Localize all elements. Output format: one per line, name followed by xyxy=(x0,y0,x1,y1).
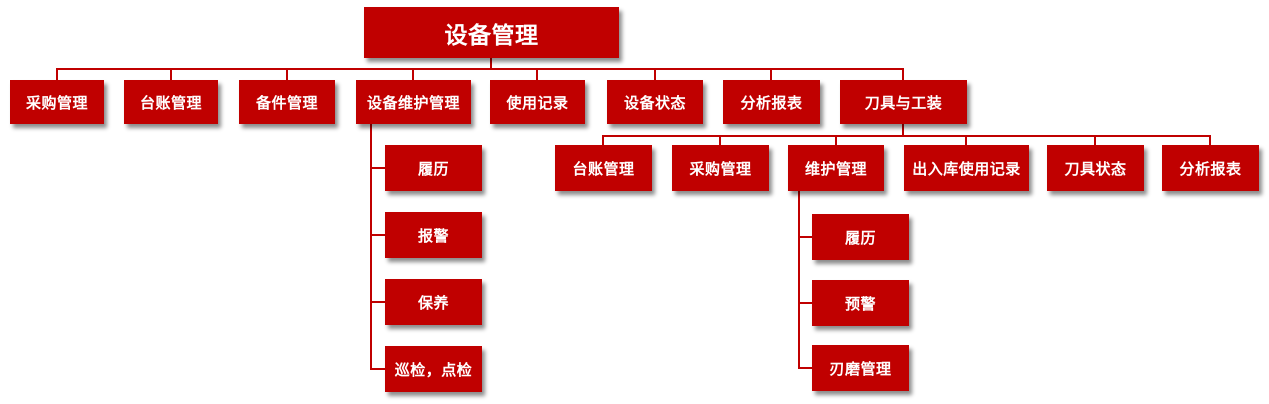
node-label: 设备维护管理 xyxy=(366,93,460,112)
node-label: 备件管理 xyxy=(255,93,318,112)
node-label: 报警 xyxy=(417,226,449,245)
node-label: 采购管理 xyxy=(25,93,88,112)
node-maintenance-history: 履历 xyxy=(385,145,482,191)
node-label: 刀具状态 xyxy=(1064,159,1127,178)
node-label: 台账管理 xyxy=(572,159,635,178)
node-tooling-status: 刀具状态 xyxy=(1047,145,1144,191)
node-tooling-analysis-reports: 分析报表 xyxy=(1162,145,1259,191)
node-label: 保养 xyxy=(417,293,449,312)
node-label: 采购管理 xyxy=(689,159,752,178)
node-tools-and-fixtures: 刀具与工装 xyxy=(840,80,967,124)
node-maintenance-inspection: 巡检，点检 xyxy=(385,346,482,392)
node-label: 设备状态 xyxy=(623,93,686,112)
node-analysis-reports: 分析报表 xyxy=(723,80,820,124)
node-ledger-management: 台账管理 xyxy=(124,80,218,124)
node-label: 维护管理 xyxy=(804,159,867,178)
node-tooling-maintenance-history: 履历 xyxy=(812,214,909,260)
node-label: 巡检，点检 xyxy=(394,360,473,379)
node-equipment-status: 设备状态 xyxy=(607,80,703,124)
node-label: 预警 xyxy=(844,294,876,313)
node-tooling-procurement-management: 采购管理 xyxy=(672,145,769,191)
node-label: 使用记录 xyxy=(506,93,569,112)
node-spare-parts-management: 备件管理 xyxy=(239,80,335,124)
node-label: 刃磨管理 xyxy=(829,359,892,378)
node-maintenance-upkeep: 保养 xyxy=(385,279,482,325)
node-maintenance-alarm: 报警 xyxy=(385,212,482,258)
node-label: 履历 xyxy=(417,159,449,178)
node-tooling-inout-usage-records: 出入库使用记录 xyxy=(904,145,1029,191)
node-label: 台账管理 xyxy=(139,93,202,112)
node-label: 履历 xyxy=(844,228,876,247)
node-equipment-maintenance-management: 设备维护管理 xyxy=(356,80,471,124)
node-tooling-ledger-management: 台账管理 xyxy=(555,145,652,191)
node-usage-records: 使用记录 xyxy=(490,80,585,124)
node-label: 分析报表 xyxy=(1179,159,1242,178)
node-label: 刀具与工装 xyxy=(864,93,943,112)
node-label: 分析报表 xyxy=(740,93,803,112)
node-tooling-maintenance-warning: 预警 xyxy=(812,280,909,326)
node-label: 出入库使用记录 xyxy=(912,159,1021,178)
root-node-label: 设备管理 xyxy=(444,22,539,49)
root-node-equipment-management: 设备管理 xyxy=(364,7,619,58)
node-procurement-management: 采购管理 xyxy=(10,80,104,124)
node-tooling-sharpening-management: 刃磨管理 xyxy=(812,345,909,391)
node-tooling-maintenance-management: 维护管理 xyxy=(788,145,884,191)
